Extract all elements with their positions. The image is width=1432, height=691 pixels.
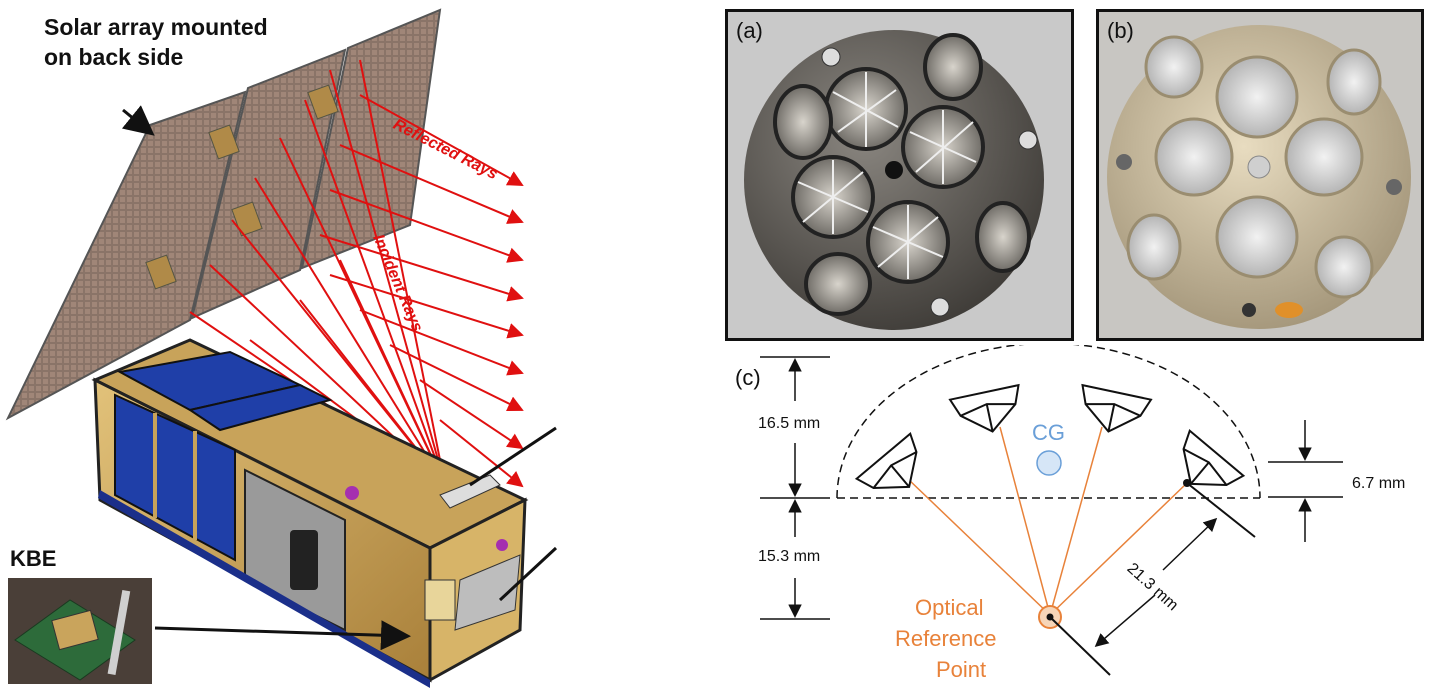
reflected-rays — [319, 94, 524, 488]
optical-reference-line1: Optical — [915, 595, 984, 620]
dim-top-label: 16.5 mm — [758, 415, 821, 432]
cg-label: CG — [1032, 420, 1065, 445]
solar-array-label-line1: Solar array mounted — [44, 14, 268, 40]
kbe-photo — [8, 578, 152, 684]
panel-a-tag: (a) — [736, 18, 763, 43]
dim-right-label: 6.7 mm — [1352, 475, 1406, 492]
cubesat-illustration — [5, 8, 558, 688]
kbe-label: KBE — [10, 546, 57, 571]
optical-reference-line2: Reference — [895, 626, 997, 651]
panel-a-photo: (a) — [725, 9, 1074, 341]
solar-array-label-line2: on back side — [44, 44, 184, 70]
dim-bottom-label: 15.3 mm — [758, 548, 821, 565]
panel-b-photo: (b) — [1096, 9, 1424, 341]
optical-reference-line3: Point — [936, 657, 987, 682]
panel-b-tag: (b) — [1107, 18, 1134, 43]
solar-array — [5, 8, 442, 421]
cubesat-body — [91, 338, 529, 688]
panel-c-schematic — [760, 345, 1343, 676]
panel-c-tag: (c) — [735, 365, 761, 390]
